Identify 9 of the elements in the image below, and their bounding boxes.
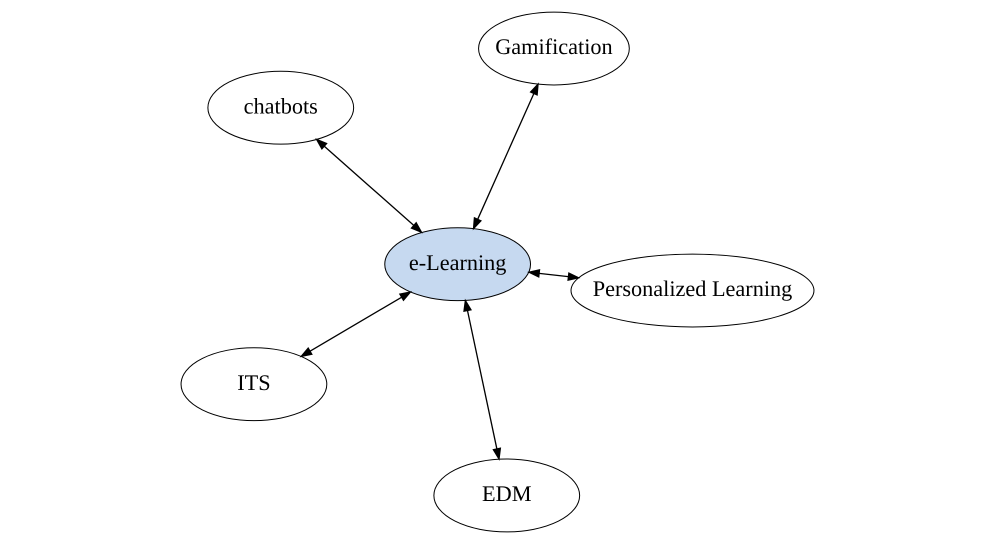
arrow bbox=[462, 298, 501, 461]
node-ellipse: chatbots bbox=[206, 70, 354, 145]
arrow bbox=[472, 82, 538, 230]
node-ellipse: Gamification bbox=[478, 12, 630, 86]
arrow bbox=[299, 291, 412, 358]
node-ellipse: EDM bbox=[432, 458, 580, 532]
arrow bbox=[314, 138, 422, 234]
arrow bbox=[526, 268, 580, 281]
node-ellipse: Personalized Learning bbox=[570, 254, 814, 328]
